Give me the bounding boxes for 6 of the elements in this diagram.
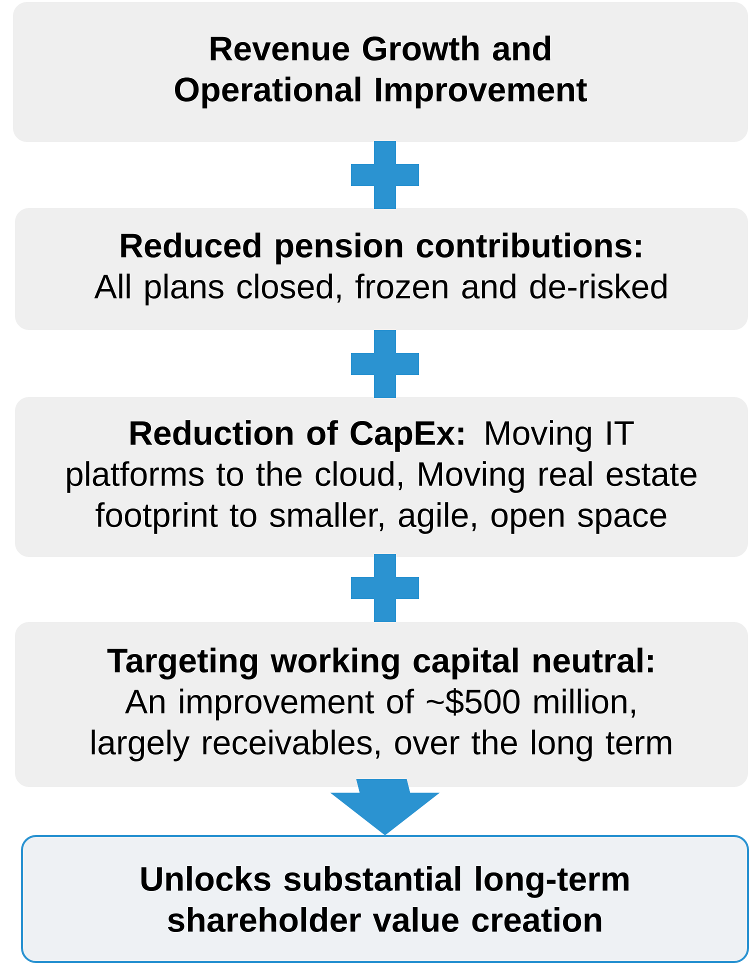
process-box: Reduction of CapEx: Moving IT platforms to the cloud, Moving real estate footprint to smaller, agile, open space (15, 397, 748, 557)
process-box: Revenue Growth and Operational Improvement (13, 2, 748, 142)
block-arrow (330, 778, 440, 836)
process-box: Reduced pension contributions: All plans closed, frozen and de-risked (15, 208, 748, 330)
result-box: Unlocks substantial long-term shareholder value creation (21, 835, 749, 963)
process-box: Targeting working capital neutral: An improvement of ~$500 million, largely receivables, over the long term (15, 622, 748, 787)
